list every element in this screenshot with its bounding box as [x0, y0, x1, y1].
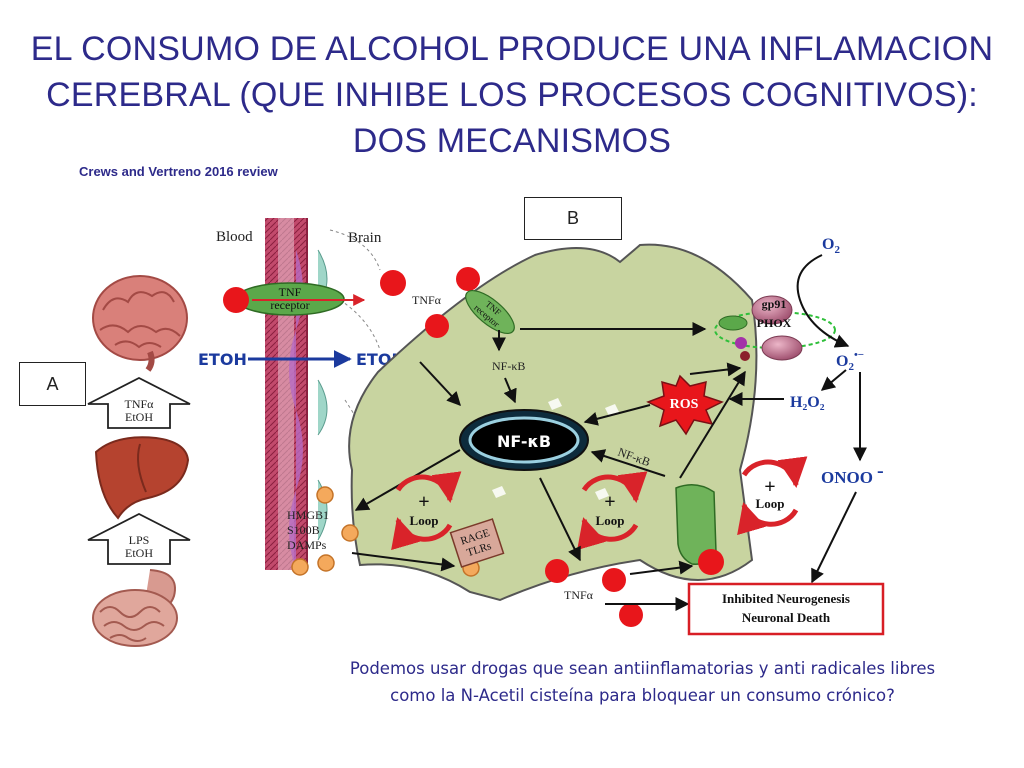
organ-arrow-upper-line-1: TNFα	[125, 397, 155, 411]
nfkb-top-label: NF-κB	[492, 359, 525, 373]
tnf-molecule-extra	[425, 314, 449, 338]
tnf-molecule-cell	[456, 267, 480, 291]
gp91-phox-complex: gp91 PHOX	[714, 295, 836, 361]
citation: Crews and Vertreno 2016 review	[79, 164, 278, 179]
organ-column: TNFα EtOH LPS EtOH	[87, 275, 191, 647]
onoo-label: ONOO-	[821, 460, 884, 487]
loop-1-label: Loop	[410, 513, 439, 528]
blood-label: Blood	[216, 229, 253, 245]
o2-label: O2	[822, 236, 840, 256]
loop-2-label: Loop	[596, 513, 625, 528]
mechanism-b-label: B	[524, 197, 622, 240]
tnf-molecule-brain	[380, 270, 406, 296]
loop-2: + Loop	[577, 471, 648, 551]
s100b-label: S100B	[287, 523, 320, 537]
loop-1: + Loop	[391, 471, 462, 551]
tnfa-top-label: TNFα	[412, 293, 442, 307]
tnf-receptor: TNF receptor	[235, 282, 366, 316]
intestine-icon	[92, 569, 178, 647]
tnf-receptor-small: TNF receptor	[465, 290, 515, 334]
tnf-molecule-blood	[223, 287, 249, 313]
outcome-line-2: Neuronal Death	[742, 610, 831, 625]
footer-line-1: Podemos usar drogas que sean antiinflama…	[349, 659, 936, 678]
loop-3-label: Loop	[756, 496, 785, 511]
nfkb-core-label: NF-κB	[497, 432, 551, 451]
title-line-1: EL CONSUMO DE ALCOHOL PRODUCE UNA INFLAM…	[30, 30, 994, 68]
tnf-receptor-line-2: receptor	[270, 298, 309, 312]
footer-line-2: como la N-Acetil cisteína para bloquear …	[390, 686, 895, 705]
footer-question: Podemos usar drogas que sean antiinflama…	[300, 655, 985, 709]
damps-label: DAMPs	[287, 538, 327, 552]
h2o2-label: H₂O₂	[790, 394, 825, 411]
outcome-line-1: Inhibited Neurogenesis	[722, 591, 850, 606]
slide-title: EL CONSUMO DE ALCOHOL PRODUCE UNA INFLAM…	[0, 26, 1024, 164]
loop-3: + Loop	[737, 456, 808, 536]
loop-3-plus: +	[764, 476, 775, 498]
hmgb1-label: HMGB1	[287, 508, 329, 522]
ros-label: ROS	[670, 397, 699, 412]
title-line-2: CEREBRAL (QUE INHIBE LOS PROCESOS COGNIT…	[46, 76, 978, 114]
tnfa-bottom-label: TNFα	[564, 588, 594, 602]
organ-arrow-upper: TNFα EtOH	[87, 376, 191, 429]
rage-tlrs-receptor: RAGE TLRs	[449, 518, 505, 568]
outcome-box: Inhibited Neurogenesis Neuronal Death	[687, 582, 885, 636]
tnf-molecule-receptor	[698, 549, 724, 575]
brain-label: Brain	[348, 230, 382, 246]
liver-icon	[94, 436, 190, 520]
organ-arrow-lower-line-1: LPS	[129, 533, 150, 547]
gp91-label: gp91	[762, 297, 787, 311]
tnf-receptor-line-1: TNF	[279, 285, 302, 299]
organ-arrow-lower-line-2: EtOH	[125, 546, 153, 560]
title-line-3: DOS MECANISMOS	[352, 122, 672, 160]
organ-arrow-upper-line-2: EtOH	[125, 410, 153, 424]
brain-icon	[92, 275, 188, 372]
tnf-molecule-bottom-2	[602, 568, 626, 592]
nfkb-nucleus: NF-κB	[459, 409, 589, 471]
etoh-label-left: ETOH	[198, 350, 247, 369]
loop-1-plus: +	[418, 491, 429, 513]
damps-cluster: HMGB1 S100B DAMPs	[287, 486, 480, 577]
ros-burst: ROS	[646, 374, 724, 436]
tnf-molecule-bottom-3	[619, 603, 643, 627]
superoxide-label: O2•−	[836, 349, 864, 373]
tnf-molecule-bottom-1	[545, 559, 569, 583]
organ-arrow-lower: LPS EtOH	[87, 512, 191, 565]
mechanism-a-label: A	[19, 362, 86, 406]
phox-label: PHOX	[757, 316, 792, 330]
loop-2-plus: +	[604, 491, 615, 513]
